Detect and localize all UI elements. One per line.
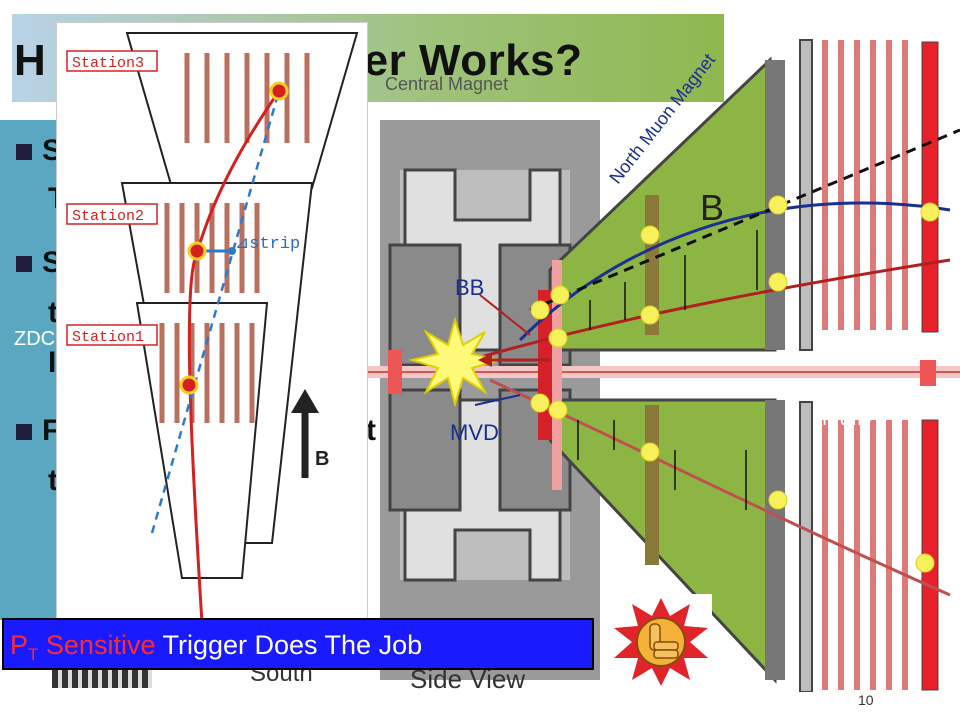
scale-bar <box>52 670 152 688</box>
field-arrows <box>577 230 758 510</box>
station3-label: Station3 <box>72 55 144 72</box>
muid-plates <box>799 39 939 692</box>
hit-station3-icon <box>269 81 289 101</box>
bullet-3-line2: t <box>48 464 58 497</box>
zdc-north-label: ZDC North <box>836 332 936 355</box>
station-inset: Station3 Station2 Station1 ⊿strip B <box>56 22 368 632</box>
detector-side-view: Central Magnet North Muon Magnet <box>360 39 960 692</box>
station1-label: Station1 <box>72 329 144 346</box>
bb-label: BB <box>455 275 484 300</box>
zdc-south-label: ZDC <box>14 328 56 350</box>
station2-label: Station2 <box>72 208 144 225</box>
track-straight-dashed <box>529 128 960 312</box>
hit-station2-icon <box>187 241 207 261</box>
pt-trigger-banner <box>2 618 594 670</box>
pt-trigger-text: PT Sensitive Trigger Does The Job <box>10 630 423 664</box>
hit-markers <box>530 195 940 573</box>
station-diagram: Station3 Station2 Station1 ⊿strip B <box>66 32 359 624</box>
mvd-label: MVD <box>450 420 499 445</box>
thumbs-up-icon <box>610 594 712 690</box>
bullet-3-tail: t <box>366 414 376 447</box>
bullet-3: F <box>16 414 60 448</box>
inset-track-straight <box>150 90 281 534</box>
inset-track-red <box>187 90 281 624</box>
bullet-2-line2: t <box>48 296 58 329</box>
collision-vertex-icon <box>408 316 501 408</box>
inset-field-label: B <box>315 448 329 470</box>
bullet-2-line3: I <box>48 346 57 379</box>
hit-station1-icon <box>179 375 199 395</box>
central-magnet-label: Central Magnet <box>385 74 508 94</box>
field-b-label: B <box>700 187 724 228</box>
page-number: 10 <box>858 692 874 708</box>
strip-label: ⊿strip <box>235 235 300 254</box>
track-red-upper <box>469 258 951 362</box>
muid-label: MuID <box>822 407 872 430</box>
